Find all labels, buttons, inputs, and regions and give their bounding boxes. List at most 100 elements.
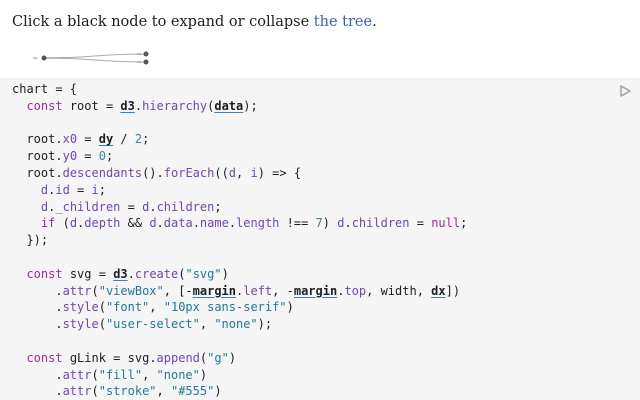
code-token-punct: .	[12, 367, 63, 382]
code-token-keyword: const	[26, 350, 63, 365]
code-token-punct: =	[91, 266, 114, 281]
code-token-punct: );	[243, 98, 258, 113]
code-token-ident: root	[26, 149, 56, 164]
code-token-punct: .	[12, 384, 63, 399]
code-token-prop: attr	[62, 384, 92, 399]
code-token-punct: .	[77, 216, 85, 231]
code-token-prop: d	[149, 216, 157, 231]
code-token-number: 0	[98, 149, 106, 164]
code-token-prop: x0	[62, 132, 78, 147]
code-token-prop: descendants	[62, 165, 143, 180]
code-token-punct: =	[409, 216, 432, 231]
code-token-punct: )	[214, 384, 222, 399]
code-token-string: "g"	[207, 350, 229, 365]
code-token-punct: !==	[279, 216, 316, 231]
code-token-punct: ,	[199, 317, 215, 332]
code-token-prop: children	[156, 199, 215, 214]
code-token-prop: d	[69, 216, 78, 231]
code-token-string: "fill"	[98, 367, 143, 382]
run-play-icon[interactable]	[618, 84, 632, 98]
code-token-punct: (	[91, 384, 99, 399]
code-token-punct: .	[48, 199, 56, 214]
code-token-string: "font"	[105, 300, 150, 315]
tree-node-child-top[interactable]: ~	[136, 51, 149, 59]
intro-prefix: Click a black node to expand or collapse	[12, 14, 314, 30]
code-token-punct: ])	[445, 283, 461, 298]
code-token-punct	[63, 351, 70, 365]
code-token-prop: d	[142, 199, 150, 214]
code-token-punct: )	[286, 300, 294, 315]
code-token-prop: y0	[62, 149, 78, 164]
code-token-string: "none"	[214, 317, 258, 332]
code-token-prop: data	[163, 216, 193, 231]
code-token-punct: )	[322, 216, 338, 231]
tree-links	[43, 53, 147, 63]
code-token-punct	[63, 99, 70, 113]
code-token-punct: .	[55, 165, 63, 180]
code-token-punct: (	[199, 350, 208, 365]
code-token-ident: chart	[12, 82, 49, 96]
tree-node-child-bottom[interactable]: ~	[136, 59, 149, 67]
code-token-ref: dy	[98, 132, 114, 147]
code-token-punct: =	[77, 149, 99, 164]
code-token-prop: style	[62, 317, 99, 332]
code-token-punct: .	[156, 216, 164, 231]
code-token-prop: top	[344, 283, 367, 298]
code-token-string: "stroke"	[98, 384, 157, 399]
code-token-punct: =	[105, 350, 128, 365]
code-token-prop: depth	[84, 216, 121, 231]
code-token-punct: .	[149, 199, 157, 214]
tree-node-root[interactable]: ~	[32, 55, 47, 63]
code-token-punct: , -	[272, 283, 294, 298]
code-line: .style("user-select", "none");	[12, 316, 467, 333]
code-token-ref: d3	[113, 266, 128, 281]
code-token-ref: dx	[431, 283, 446, 298]
code-token-prop: style	[62, 300, 99, 315]
code-token-ident: svg	[127, 350, 150, 365]
code-token-string: "10px sans-serif"	[163, 300, 287, 315]
code-token-punct: =	[120, 199, 143, 214]
code-line: root.x0 = dy / 2;	[12, 131, 467, 148]
tree-link[interactable]: the tree	[313, 14, 373, 30]
code-token-ref: d3	[120, 98, 135, 113]
code-token-punct	[12, 216, 41, 230]
code-token-punct: ;	[142, 132, 150, 147]
code-token-string: "none"	[156, 367, 200, 382]
code-token-string: "svg"	[185, 266, 222, 281]
code-editor[interactable]: chart = { const root = d3.hierarchy(data…	[12, 81, 467, 400]
code-token-punct: ;	[460, 216, 468, 231]
code-token-punct: .	[12, 283, 63, 298]
code-token-keyword: const	[26, 98, 63, 113]
code-token-punct: .	[55, 149, 63, 164]
code-token-punct: &&	[120, 216, 150, 231]
code-token-punct: ((	[214, 165, 229, 180]
code-token-prop: length	[236, 216, 280, 231]
code-token-ident: root	[26, 132, 56, 147]
code-token-ref: margin	[192, 283, 237, 298]
intro-suffix: .	[372, 14, 377, 30]
code-token-punct: =	[98, 98, 121, 113]
code-token-punct: .	[228, 216, 237, 231]
code-line	[12, 333, 467, 350]
code-line: chart = {	[12, 81, 467, 98]
code-token-prop: create	[134, 266, 179, 281]
code-token-punct: ,	[156, 384, 171, 399]
code-token-keyword: null	[431, 216, 461, 231]
code-cell[interactable]: chart = { const root = d3.hierarchy(data…	[0, 78, 640, 400]
code-token-punct: ,	[142, 367, 157, 382]
code-token-punct	[12, 132, 26, 146]
code-line: .attr("stroke", "#555")	[12, 383, 467, 400]
code-token-prop: d	[228, 165, 237, 180]
code-token-punct: ;	[105, 149, 114, 164]
code-token-punct: )	[228, 350, 237, 365]
code-token-prop: children	[351, 216, 410, 231]
code-token-punct: ;	[98, 182, 106, 197]
code-token-punct: (	[178, 266, 186, 281]
code-token-number: 2	[134, 132, 143, 147]
code-token-punct: /	[113, 132, 135, 147]
code-line: d._children = d.children;	[12, 199, 467, 216]
code-token-punct: (	[98, 300, 106, 315]
code-token-punct: .	[134, 98, 143, 113]
code-token-punct: );	[257, 317, 273, 332]
code-token-prop: append	[156, 350, 200, 365]
